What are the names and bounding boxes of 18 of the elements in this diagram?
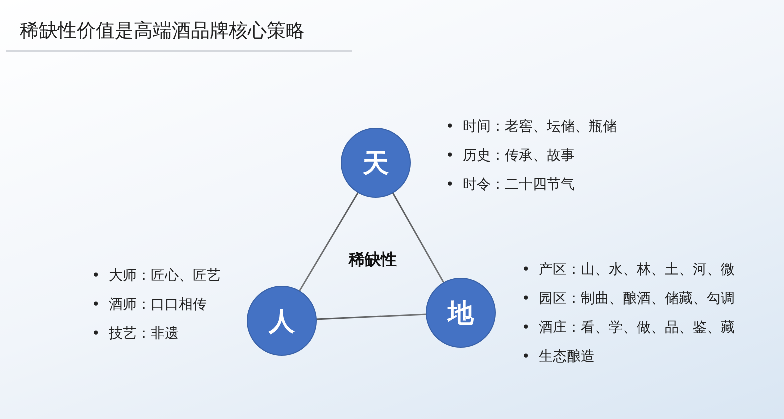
circle-node: 人 (248, 287, 316, 355)
bullet-item: • 园区：制曲、酿酒、储藏、勾调 (522, 290, 736, 309)
bullet-item: • 技艺：非遗 (92, 325, 180, 344)
bullet-item: • 酒师：口口相传 (92, 296, 208, 315)
connector-line (392, 192, 445, 284)
bullet-item: • 时令：二十四节气 (446, 176, 576, 195)
connector-line (316, 314, 428, 320)
circle-node: 地 (427, 279, 495, 347)
bullet-item: • 酒庄：看、学、做、品、鉴、藏 (522, 319, 736, 338)
bullet-item: • 产区：山、水、林、土、河、微 (522, 261, 736, 280)
center-label: 稀缺性 (349, 250, 397, 271)
bullet-item: • 大师：匠心、匠艺 (92, 267, 222, 286)
bullet-item: • 时间：老窖、坛储、瓶储 (446, 118, 618, 137)
circle-node: 天 (342, 129, 410, 197)
slide-title: 稀缺性价值是高端酒品牌核心策略 (20, 19, 305, 44)
bullet-item: • 历史：传承、故事 (446, 147, 576, 166)
bullet-item: • 生态酿造 (522, 348, 596, 367)
connector-line (298, 192, 360, 292)
